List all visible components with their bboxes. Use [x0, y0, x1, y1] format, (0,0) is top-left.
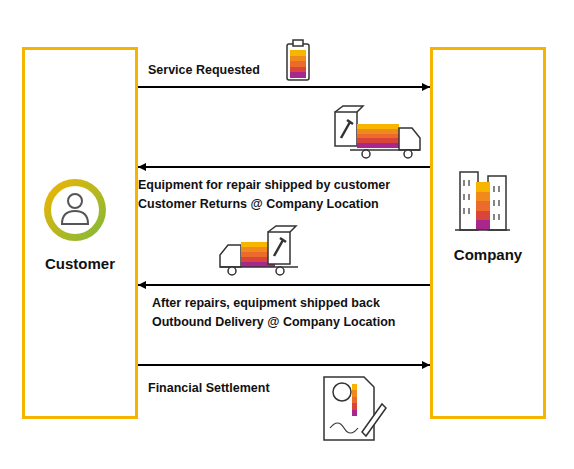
- contract-icon-part: [330, 423, 358, 433]
- actor-label: Customer: [25, 255, 135, 272]
- building-icon-part-part: [493, 200, 494, 206]
- flow-arrow: [138, 166, 430, 168]
- building-icon-part-part: [468, 180, 469, 186]
- truck-icon-part: [276, 267, 284, 275]
- contract-icon: [324, 377, 386, 440]
- actor-label: Company: [433, 246, 543, 263]
- truck-icon-part: [399, 128, 420, 150]
- clipboard-icon: [287, 40, 309, 80]
- building-icon-part: [464, 180, 499, 220]
- building-icon-part-part: [498, 200, 499, 206]
- building-icon: [455, 172, 510, 230]
- actor-box: Customer: [22, 47, 138, 419]
- flow-label: Financial Settlement: [148, 379, 348, 398]
- building-icon-part-part: [463, 180, 464, 186]
- actor-box: Company: [430, 47, 546, 419]
- truck-icon-part: [268, 232, 290, 264]
- customer-icon-part: [62, 211, 88, 224]
- building-icon-part-part: [493, 214, 494, 220]
- building-icon-part: [476, 182, 490, 230]
- customer-icon-part: [68, 194, 82, 208]
- flow-label: Equipment for repair shipped by customer…: [138, 176, 436, 214]
- building-icon-part: [488, 176, 506, 230]
- flow-arrow: [138, 86, 430, 88]
- truck-icon-part: [404, 150, 412, 158]
- truck-icon-part: [357, 124, 399, 148]
- building-icon-part-part: [463, 194, 464, 200]
- truck-icon: [335, 106, 420, 158]
- building-icon-part-part: [468, 208, 469, 214]
- flow-arrow: [138, 364, 430, 366]
- flow-label: Service Requested: [148, 61, 348, 80]
- customer-icon-part: [51, 186, 99, 234]
- truck-icon-part: [268, 226, 296, 232]
- flow-label: After repairs, equipment shipped back Ou…: [152, 294, 436, 332]
- building-icon-part-part: [498, 214, 499, 220]
- contract-icon-part: [333, 383, 351, 401]
- truck-icon-part: [362, 150, 370, 158]
- flow-arrow: [138, 284, 430, 286]
- truck-icon-part: [220, 245, 241, 267]
- clipboard-icon-part: [293, 40, 303, 46]
- customer-icon: [44, 179, 106, 241]
- building-icon-part: [455, 229, 510, 231]
- building-icon-part-part: [498, 186, 499, 192]
- truck-icon: [220, 226, 298, 275]
- contract-icon-part: [352, 384, 357, 416]
- building-icon-part: [460, 172, 478, 230]
- building-icon-part-part: [463, 208, 464, 214]
- building-icon-part-part: [468, 194, 469, 200]
- truck-icon-part: [335, 106, 363, 112]
- truck-icon-part: [228, 267, 236, 275]
- clipboard-icon-part: [290, 50, 306, 78]
- truck-icon-part: [341, 120, 353, 138]
- clipboard-icon-part: [287, 44, 309, 80]
- customer-icon-part: [44, 179, 106, 241]
- building-icon-part-part: [493, 186, 494, 192]
- contract-icon-part: [362, 404, 386, 436]
- truck-icon-part: [335, 112, 357, 146]
- truck-icon-part: [274, 238, 286, 256]
